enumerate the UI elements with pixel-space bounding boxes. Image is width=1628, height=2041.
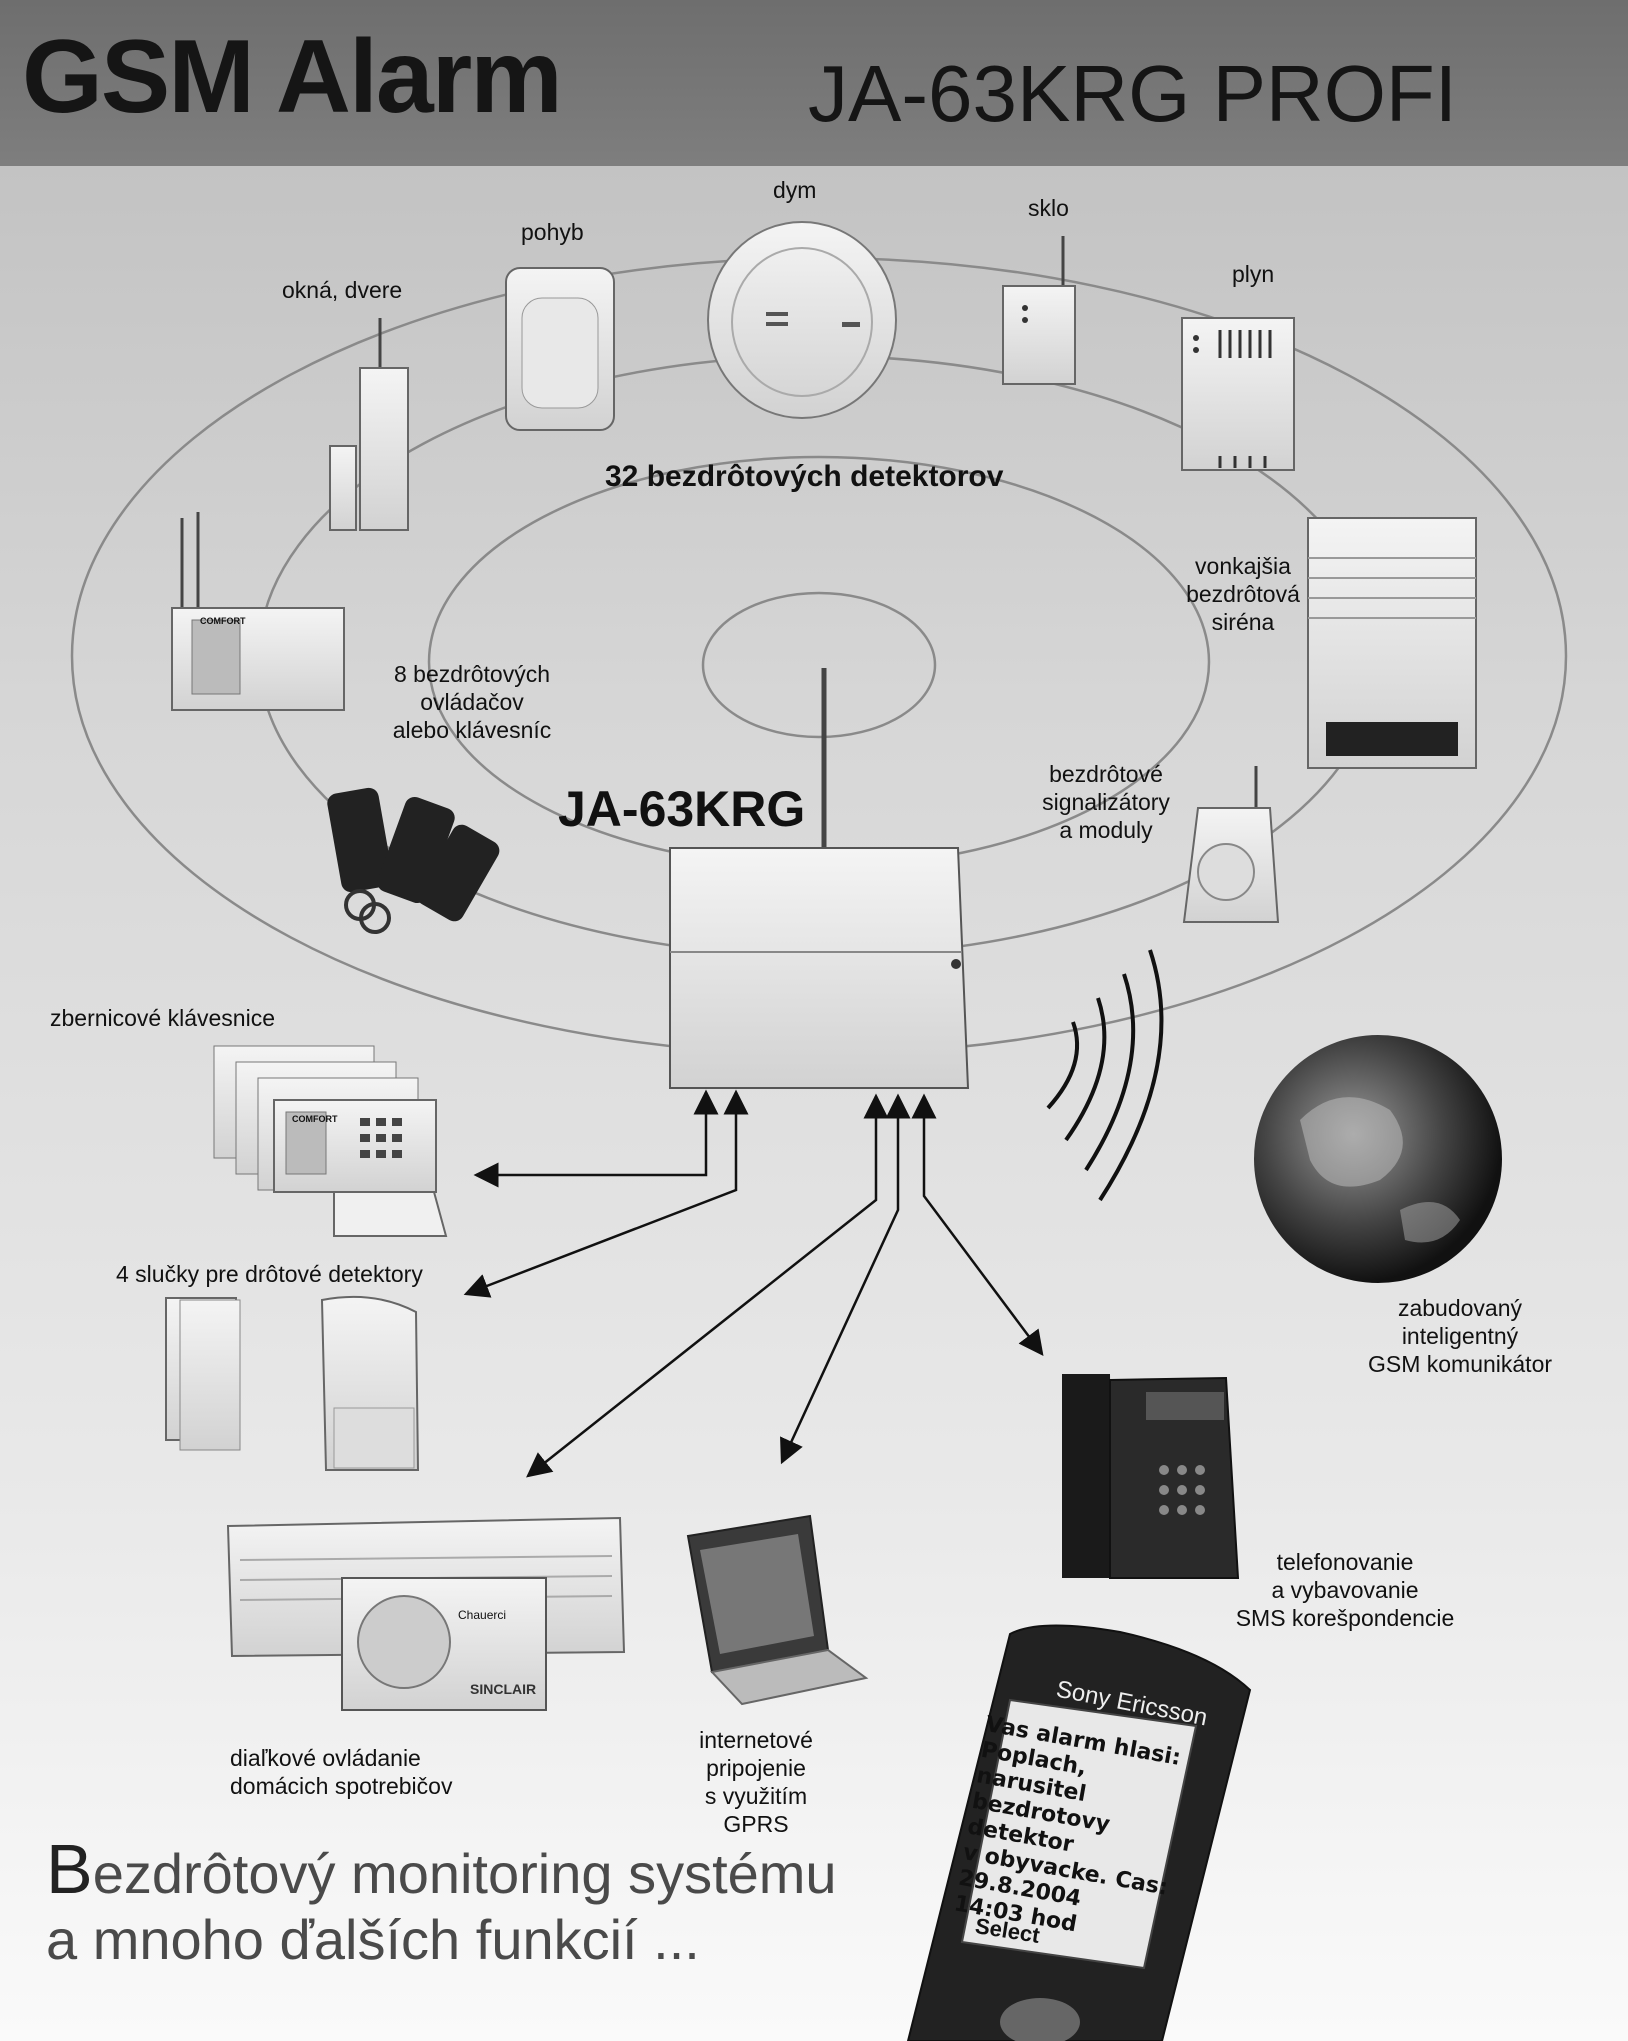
- wired-detectors-image: [165, 1295, 420, 1471]
- outdoor-siren-image: [1307, 517, 1477, 769]
- footer-tagline: Bezdrôtový monitoring systému a mnoho ďa…: [46, 1834, 837, 1973]
- label-bus-keypads: zbernicové klávesnice: [50, 1005, 276, 1031]
- ac-logo: Chauerci: [458, 1608, 507, 1622]
- connection-arrows: [463, 1089, 1044, 1478]
- footer-line2: a mnoho ďalších funkcií ...: [46, 1908, 700, 1971]
- globe-image: [1254, 1035, 1502, 1283]
- arrow-to-telephone: [911, 1093, 1044, 1357]
- label-wired-loops: 4 slučky pre drôtové detektory: [116, 1261, 423, 1287]
- footer-line1: ezdrôtový monitoring systému: [92, 1842, 837, 1905]
- label-wireless-detectors: 32 bezdrôtových detektorov: [605, 460, 1004, 493]
- label-motion: pohyb: [521, 219, 584, 245]
- keypad-brand: COMFORT: [292, 1114, 338, 1124]
- desk-phone-image: [1062, 1374, 1240, 1579]
- bus-keypads-image: [213, 1045, 448, 1237]
- wireless-keypad-image: [171, 512, 345, 711]
- footer-initial: B: [46, 1830, 93, 1908]
- model-title: JA-63KRG PROFI: [808, 49, 1458, 138]
- motion-detector-image: [505, 267, 615, 431]
- label-center-unit: JA-63KRG: [558, 781, 806, 837]
- ac-brand-text: SINCLAIR: [470, 1681, 536, 1697]
- arrow-to-internet: [780, 1093, 911, 1465]
- door-window-detector-image: [329, 318, 409, 531]
- glass-detector-image: [1002, 236, 1076, 385]
- label-smoke: dym: [773, 177, 817, 203]
- central-unit-image: [669, 668, 970, 1089]
- remote-controls-image: [327, 787, 500, 934]
- arrow-to-appliances: [526, 1093, 889, 1478]
- page-title: GSM Alarm: [22, 19, 563, 135]
- signalizer-image: [1182, 766, 1280, 923]
- arrow-to-bus-keypads: [473, 1089, 719, 1188]
- arrow-to-wired-loops: [463, 1089, 749, 1298]
- ring-inner: [701, 591, 937, 739]
- gas-detector-image: [1181, 317, 1295, 471]
- mobile-phone-image: [906, 1624, 1252, 2041]
- label-gas: plyn: [1232, 261, 1275, 287]
- label-glass: sklo: [1028, 195, 1069, 221]
- header-bar: GSM Alarm JA-63KRG PROFI: [0, 0, 1628, 166]
- air-conditioner-image: SINCLAIR: [226, 1516, 626, 1711]
- wireless-keypad-brand: COMFORT: [200, 616, 246, 626]
- gsm-radio-waves: [1046, 949, 1164, 1202]
- smoke-detector-image: [707, 221, 897, 419]
- label-door-window: okná, dvere: [282, 277, 403, 303]
- laptop-image: [686, 1514, 869, 1706]
